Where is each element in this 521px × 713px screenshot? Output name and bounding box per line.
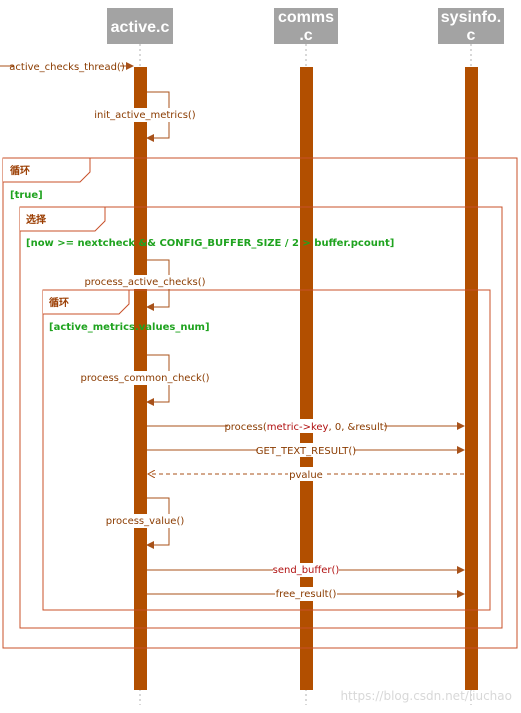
message-process-common-check: process_common_check()	[80, 354, 210, 406]
message-get-text-result-label: GET_TEXT_RESULT()	[256, 446, 357, 457]
message-process-rest: , 0, &result)	[328, 422, 387, 433]
activation-comms	[300, 67, 313, 690]
watermark-text: https://blog.csdn.net/liuchao	[340, 689, 512, 703]
participant-active-label: active.c	[111, 19, 170, 36]
participant-sysinfo: sysinfo. c	[438, 8, 504, 44]
fragment-loop-inner: 循环 [active_metrics.values_num]	[42, 289, 491, 611]
participant-sysinfo-label-line1: sysinfo.	[441, 9, 501, 26]
message-init-active-metrics: init_active_metrics()	[94, 91, 196, 142]
message-free-result-label: free_result()	[276, 589, 337, 600]
participant-comms: comms .c	[274, 8, 338, 44]
message-send-buffer-label: send_buffer()	[273, 565, 340, 576]
activation-sysinfo	[465, 67, 478, 690]
fragment-alt-keyword: 选择	[26, 213, 47, 226]
participant-comms-label-line1: comms	[278, 9, 334, 26]
fragment-loop-inner-keyword: 循环	[49, 296, 69, 309]
participant-sysinfo-label-line2: c	[467, 27, 476, 44]
message-active-checks-thread-label: active_checks_thread()	[9, 62, 125, 73]
message-process-arg: metric->key	[267, 422, 329, 433]
fragment-alt-guard: [now >= nextcheck && CONFIG_BUFFER_SIZE …	[26, 238, 394, 249]
participant-comms-label-line2: .c	[299, 27, 312, 44]
message-process-active-checks-label: process_active_checks()	[84, 277, 205, 288]
message-process-value-label: process_value()	[106, 516, 185, 527]
message-process-active-checks: process_active_checks()	[84, 259, 206, 311]
fragment-loop-outer-keyword: 循环	[10, 164, 30, 177]
message-pvalue-label: pvalue	[289, 470, 323, 481]
fragment-loop-outer-guard: [true]	[10, 190, 43, 201]
participant-active: active.c	[107, 8, 173, 44]
fragment-loop-inner-guard: [active_metrics.values_num]	[49, 322, 210, 333]
message-free-result: free_result()	[147, 587, 465, 601]
message-process: process(metric->key, 0, &result)	[147, 419, 465, 433]
message-pvalue: pvalue	[148, 467, 464, 481]
message-process-fn: process(	[224, 422, 266, 433]
message-init-active-metrics-label: init_active_metrics()	[94, 110, 196, 121]
message-process-label: process(metric->key, 0, &result)	[224, 422, 387, 433]
message-active-checks-thread: active_checks_thread()	[0, 59, 134, 73]
message-get-text-result: GET_TEXT_RESULT()	[147, 443, 465, 457]
fragment-loop-outer: 循环 [true]	[2, 157, 518, 649]
fragment-alt: 选择 [now >= nextcheck && CONFIG_BUFFER_SI…	[19, 206, 503, 629]
message-process-value: process_value()	[106, 497, 185, 549]
message-send-buffer: send_buffer()	[147, 563, 465, 577]
message-process-common-check-label: process_common_check()	[80, 373, 209, 384]
